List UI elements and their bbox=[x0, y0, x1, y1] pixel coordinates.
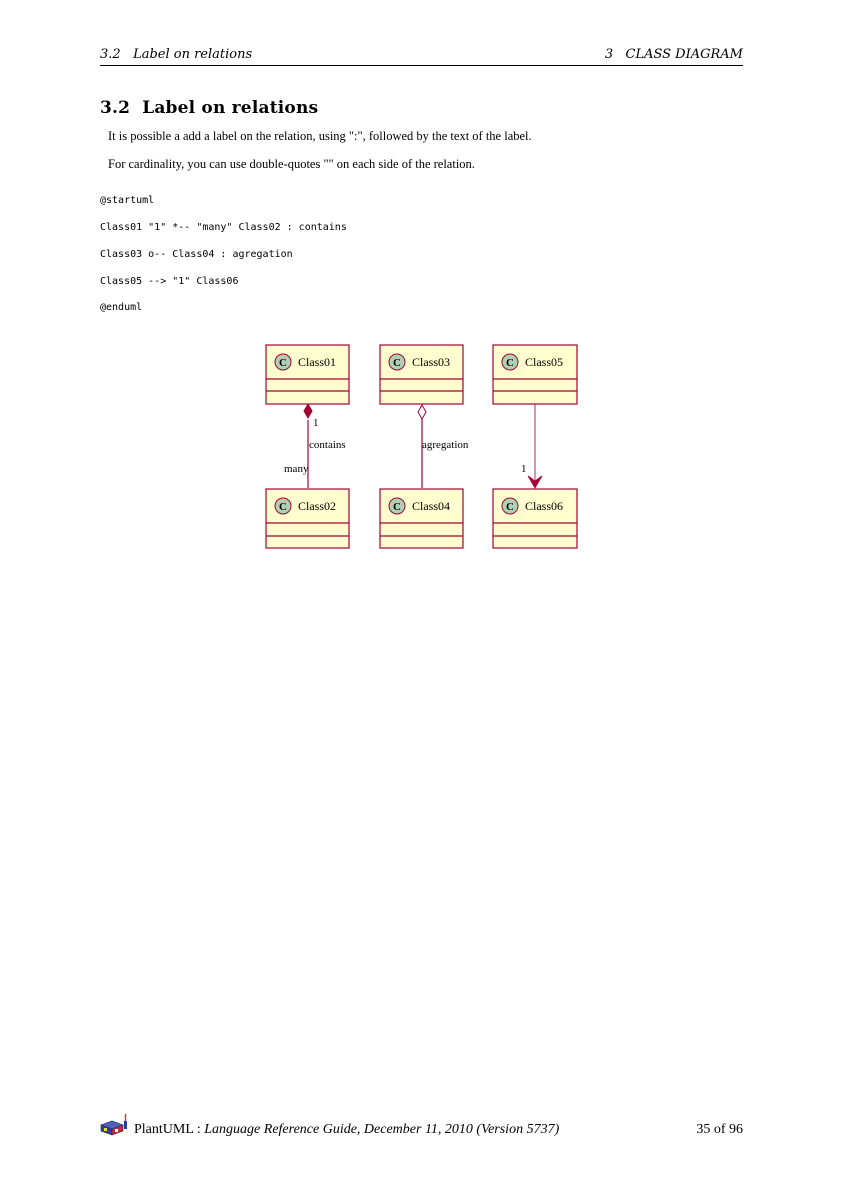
class-icon-letter: C bbox=[506, 501, 514, 513]
section-title: 3.2 Label on relations bbox=[100, 98, 318, 118]
class-box: C Class05 bbox=[492, 344, 578, 405]
class-box: C Class02 bbox=[265, 488, 350, 549]
paragraph-cardinality: For cardinality, you can use double-quot… bbox=[108, 157, 475, 171]
class-icon-letter: C bbox=[506, 357, 514, 369]
section-heading: Label on relations bbox=[142, 98, 319, 118]
footer-brand: PlantUML bbox=[134, 1122, 194, 1137]
code-line: Class01 "1" *-- "many" Class02 : contain… bbox=[100, 222, 347, 233]
class-icon-letter: C bbox=[393, 357, 401, 369]
class-box: C Class03 bbox=[379, 344, 464, 405]
relation-label-contains: contains bbox=[309, 439, 346, 451]
class-diagram: 1 contains many agregation 1 C Class01 C… bbox=[265, 344, 578, 549]
class-icon-letter: C bbox=[279, 357, 287, 369]
class-name: Class05 bbox=[525, 355, 563, 369]
class-name: Class02 bbox=[298, 499, 336, 513]
card-bottom-label: many bbox=[284, 463, 309, 475]
running-header: 3.2 Label on relations 3 CLASS DIAGRAM bbox=[100, 46, 743, 66]
class-box: C Class06 bbox=[492, 488, 578, 549]
class-icon bbox=[388, 497, 406, 515]
code-line: Class05 --> "1" Class06 bbox=[100, 276, 239, 287]
card-top-label: 1 bbox=[313, 417, 319, 429]
footer-separator: : bbox=[193, 1122, 205, 1137]
class-icon bbox=[501, 497, 519, 515]
arrow-head-icon bbox=[527, 475, 543, 489]
composition-diamond-icon bbox=[303, 402, 313, 420]
class-icon-letter: C bbox=[279, 501, 287, 513]
class-icon bbox=[501, 353, 519, 371]
class-icon bbox=[388, 353, 406, 371]
paragraph-label-intro: It is possible a add a label on the rela… bbox=[108, 129, 532, 143]
relation-aggregation: agregation bbox=[417, 403, 469, 488]
footer-title: PlantUML : Language Reference Guide, Dec… bbox=[134, 1122, 559, 1138]
relation-association: 1 bbox=[521, 404, 543, 489]
relation-composition: 1 contains many bbox=[284, 402, 346, 488]
class-box: C Class04 bbox=[379, 488, 464, 549]
class-icon bbox=[274, 497, 292, 515]
section-number: 3.2 bbox=[100, 98, 131, 118]
aggregation-diamond-icon bbox=[417, 403, 427, 421]
code-line: @startuml bbox=[100, 195, 155, 206]
class-name: Class01 bbox=[298, 355, 336, 369]
class-icon bbox=[274, 353, 292, 371]
header-section-label: 3.2 Label on relations bbox=[100, 47, 253, 62]
header-chapter-label: 3 CLASS DIAGRAM bbox=[604, 47, 743, 62]
plantuml-logo-icon bbox=[100, 1113, 127, 1136]
page-footer: PlantUML : Language Reference Guide, Dec… bbox=[100, 1113, 743, 1140]
code-line: @enduml bbox=[100, 302, 143, 313]
class-name: Class06 bbox=[525, 499, 563, 513]
class-icon-letter: C bbox=[393, 501, 401, 513]
class-name: Class04 bbox=[412, 499, 450, 513]
relation-label-agregation: agregation bbox=[422, 439, 469, 451]
arrow-card-label: 1 bbox=[521, 463, 527, 475]
code-line: Class03 o-- Class04 : agregation bbox=[100, 249, 293, 260]
page-number: 35 of 96 bbox=[696, 1122, 743, 1137]
class-box: C Class01 bbox=[265, 344, 350, 405]
footer-subtitle: Language Reference Guide, December 11, 2… bbox=[204, 1122, 560, 1137]
class-name: Class03 bbox=[412, 355, 450, 369]
